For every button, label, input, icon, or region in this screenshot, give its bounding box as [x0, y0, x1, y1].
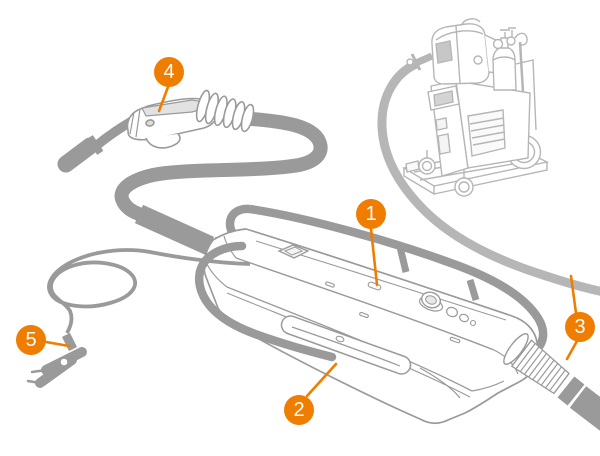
leader-line-2 — [305, 362, 338, 398]
wire-feeder-case-illustration — [195, 204, 600, 431]
caster-wheels — [418, 150, 474, 197]
callout-3-badge[interactable]: 3 — [565, 312, 595, 342]
leader-line-4 — [157, 85, 170, 113]
callout-2-badge[interactable]: 2 — [284, 395, 314, 425]
callout-4-badge[interactable]: 4 — [154, 57, 184, 87]
wire-feed-knob — [418, 291, 477, 327]
case-frame-left-handle — [195, 241, 337, 362]
torch-hosepack-cable — [114, 112, 328, 221]
case-vent-pills — [325, 281, 461, 344]
leader-line-1 — [369, 227, 379, 287]
callout-1-label: 1 — [365, 203, 377, 225]
leader-line-5 — [44, 340, 71, 348]
callout-5-label: 5 — [25, 329, 37, 351]
leader-line-3a — [569, 274, 578, 315]
leader-line-3b — [565, 339, 579, 361]
power-source-trolley-illustration — [377, 18, 600, 296]
case-right-strain-relief-hosepack — [503, 333, 600, 431]
cylinder-holder-frame — [514, 32, 537, 131]
leader-lines — [44, 85, 579, 398]
callout-3-label: 3 — [574, 316, 586, 338]
central-connector — [406, 52, 434, 71]
sense-lead-cable — [26, 248, 251, 388]
sense-lead-clamp — [26, 332, 87, 388]
case-frame-top-rail — [225, 204, 548, 353]
power-source-body — [427, 80, 531, 177]
welding-torch-illustration — [57, 89, 328, 265]
case-front-handle-recess — [280, 315, 412, 375]
callout-2-label: 2 — [293, 399, 305, 421]
callout-5-badge[interactable]: 5 — [16, 325, 46, 355]
wire-feeder-unit — [431, 18, 503, 85]
torch-neck — [91, 116, 137, 151]
callout-4-label: 4 — [163, 61, 175, 83]
torch-handle — [126, 97, 218, 149]
interconnecting-cable — [377, 59, 600, 296]
case-top-latch — [277, 244, 310, 259]
gas-cylinder — [492, 27, 517, 91]
torch-strain-relief — [195, 89, 255, 133]
callout-1-badge[interactable]: 1 — [356, 199, 386, 229]
